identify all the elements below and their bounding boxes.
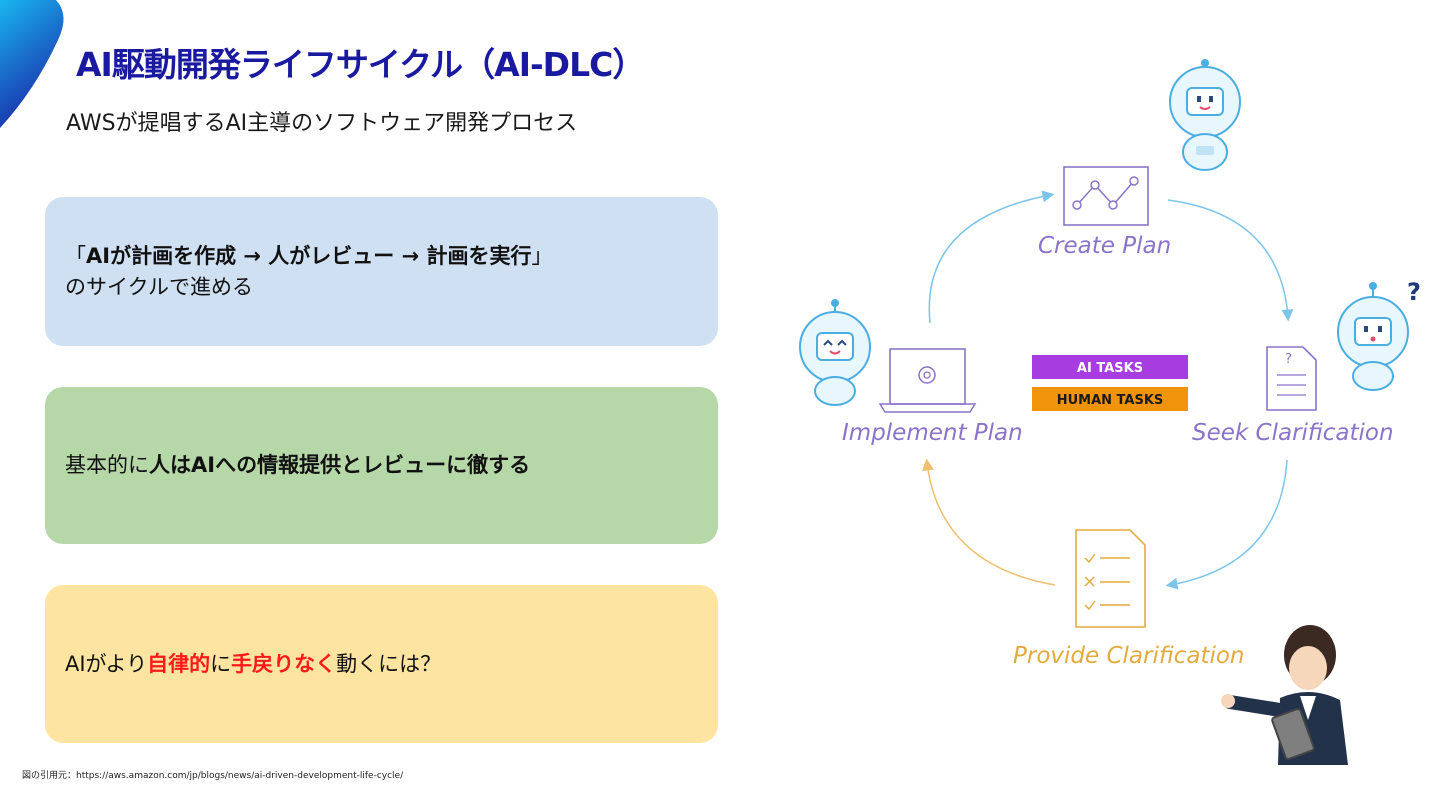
question-card-line: AIがより自律的に手戻りなく動くには？ xyxy=(65,649,718,680)
legend-ai-tasks-swatch xyxy=(1032,355,1188,379)
cycle-card-line1: 「AIが計画を作成 → 人がレビュー → 計画を実行」 xyxy=(65,241,718,272)
question-prefix: AIがより xyxy=(65,651,148,676)
legend-human-tasks-swatch xyxy=(1032,387,1188,411)
role-card: 基本的に人はAIへの情報提供とレビューに徹する xyxy=(45,387,718,544)
step-create-plan: Create Plan xyxy=(1038,233,1171,259)
corner-decoration xyxy=(0,0,64,128)
step-provide-clarification: Provide Clarification xyxy=(1013,643,1245,669)
chart-icon xyxy=(1063,166,1149,226)
document-question-icon: ? xyxy=(1266,346,1317,411)
arrow-seek-to-provide xyxy=(1165,459,1288,590)
step-seek-clarification: Seek Clarification xyxy=(1192,420,1394,446)
legend-human-tasks: HUMAN TASKS xyxy=(1057,393,1164,408)
bracket-close: 」 xyxy=(531,243,553,268)
arrow-create-to-seek xyxy=(1167,199,1294,322)
autonomous-highlight: 自律的 xyxy=(147,651,211,676)
legend-ai-tasks: AI TASKS xyxy=(1077,361,1143,376)
checklist-icon xyxy=(1075,529,1146,628)
no-rework-highlight: 手戻りなく xyxy=(231,651,337,676)
role-card-line: 基本的に人はAIへの情報提供とレビューに徹する xyxy=(65,450,718,481)
laptop-gear-icon xyxy=(878,348,977,413)
role-prefix: 基本的に xyxy=(65,453,149,477)
question-mid: に xyxy=(210,651,232,676)
question-suffix: 動くには？ xyxy=(336,651,442,676)
role-text: 人はAIへの情報提供とレビューに徹する xyxy=(149,453,531,477)
source-citation: 図の引用元：https://aws.amazon.com/jp/blogs/ne… xyxy=(22,771,404,781)
page-subtitle: AWSが提唱するAI主導のソフトウェア開発プロセス xyxy=(66,111,578,136)
arrow-provide-to-implement xyxy=(922,458,1056,586)
robot-left-icon xyxy=(799,299,871,406)
arrow-implement-to-create xyxy=(928,190,1055,324)
bracket-open: 「 xyxy=(65,243,86,268)
cycle-card-line2: のサイクルで進める xyxy=(65,274,253,299)
question-mark-icon: ? xyxy=(1407,278,1420,306)
ai-dlc-cycle-diagram: Create Plan ? Seek Clarification Provide… xyxy=(799,59,1420,765)
cycle-card: 「AIが計画を作成 → 人がレビュー → 計画を実行」 のサイクルで進める xyxy=(45,197,718,346)
doc-question-mark: ? xyxy=(1285,352,1292,367)
robot-top-icon xyxy=(1169,59,1241,171)
step-implement-plan: Implement Plan xyxy=(842,420,1023,446)
page-title: AI駆動開発ライフサイクル（AI-DLC） xyxy=(76,45,645,84)
cycle-text: AIが計画を作成 → 人がレビュー → 計画を実行 xyxy=(86,243,532,268)
robot-right-icon: ? xyxy=(1337,278,1420,391)
question-card: AIがより自律的に手戻りなく動くには？ xyxy=(45,585,718,743)
person-with-tablet-illustration xyxy=(1221,625,1348,765)
